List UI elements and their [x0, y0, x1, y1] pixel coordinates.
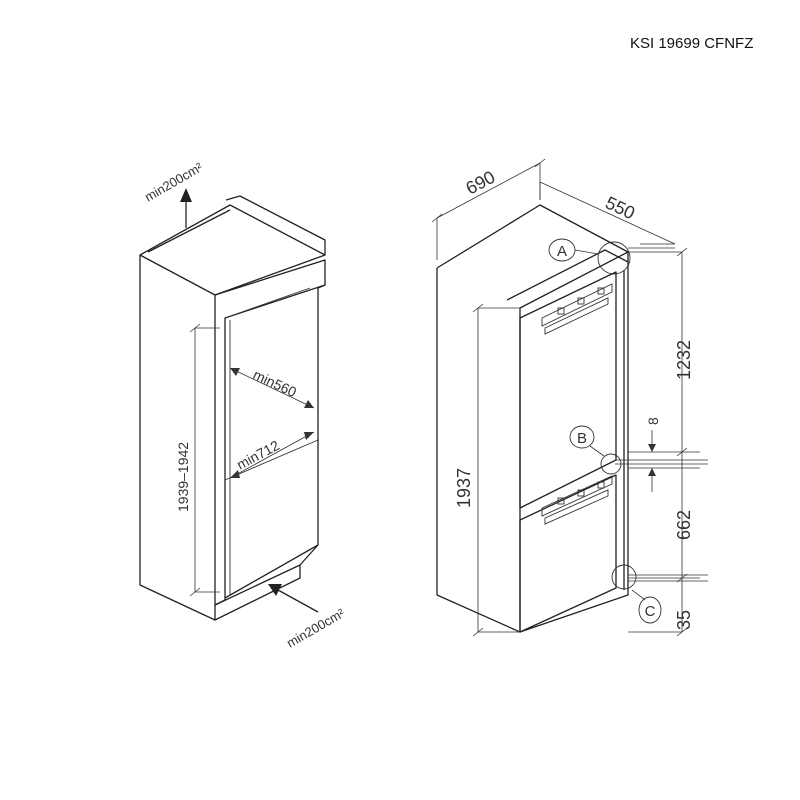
- appliance-width-label: 690: [462, 167, 498, 199]
- upper-door-brackets: [541, 283, 613, 335]
- callout-a-label: A: [557, 243, 567, 260]
- bottom-vent-arrow: [268, 584, 319, 613]
- model-label: KSI 19699 CFNFZ: [630, 35, 753, 52]
- appliance-height-dimension: [472, 303, 520, 637]
- appliance-front-edge: [519, 252, 629, 633]
- niche-height-label: 1939–1942: [175, 442, 191, 512]
- niche-depth-label: min560: [251, 366, 300, 400]
- niche-front-face: [139, 254, 216, 621]
- lower-section-label: 662: [674, 510, 694, 540]
- lower-door-brackets: [541, 475, 613, 525]
- appliance-depth-label: 550: [602, 192, 638, 223]
- callout-b-label: B: [577, 430, 587, 447]
- callout-b: B: [569, 425, 622, 475]
- niche-top-edge: [147, 209, 231, 253]
- bottom-vent-label: min200cm²: [284, 605, 348, 650]
- appliance-drawing: 690 550 1937: [431, 158, 708, 637]
- top-vent-arrow: [180, 188, 192, 228]
- niche-width-label: min712: [234, 437, 282, 473]
- niche-top-rim: [225, 195, 326, 255]
- appliance-depth-dimension: [539, 181, 676, 245]
- niche-height-dimension: [189, 323, 220, 597]
- appliance-top-edge: [506, 249, 629, 301]
- niche-plinth-side: [299, 544, 319, 566]
- gap-label: 8: [645, 417, 661, 425]
- niche-shelf: [224, 439, 319, 481]
- plinth-label: 35: [674, 610, 694, 630]
- niche-inner-top: [224, 287, 311, 319]
- niche-drawing: min200cm² min200cm² 1939–1942 min560: [139, 159, 348, 651]
- callout-c-label: C: [645, 603, 656, 620]
- appliance-side-face: [436, 268, 521, 633]
- callout-a: A: [548, 238, 631, 275]
- top-vent-label: min200cm²: [142, 159, 206, 204]
- niche-depth-dimension: [229, 367, 315, 409]
- niche-back-edge: [224, 284, 326, 599]
- niche-width-dimension: [229, 431, 315, 479]
- upper-section-label: 1232: [674, 340, 694, 380]
- niche-plinth: [214, 564, 301, 621]
- niche-top: [139, 204, 326, 296]
- right-dimension-chain: [615, 247, 708, 637]
- appliance-height-label: 1937: [454, 468, 474, 508]
- appliance-top: [436, 204, 629, 309]
- callout-c: C: [611, 564, 662, 624]
